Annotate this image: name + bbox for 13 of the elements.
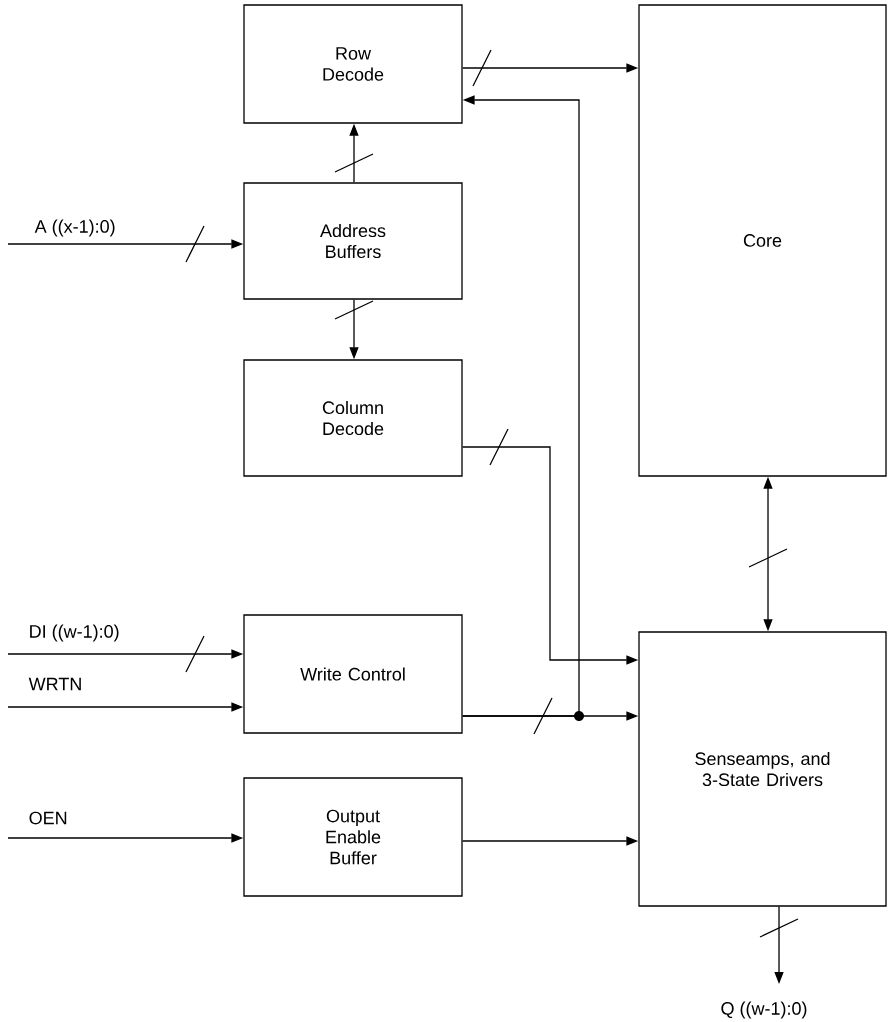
block-box: Column Decode [243,359,463,477]
signal-label: A ((x-1):0) [33,218,117,238]
block-box: Senseamps, and 3-State Drivers [638,631,887,907]
block-box: Output Enable Buffer [243,777,463,897]
signal-label: Q ((w-1):0) [719,1000,809,1020]
signal-label: OEN [27,810,69,826]
signal-label: DI ((w-1):0) [27,623,121,643]
block-box: Write Control [243,614,463,734]
signal-label: WRTN [27,676,84,692]
block-box: Address Buffers [243,182,463,300]
block-box: Row Decode [243,4,463,124]
arrow [462,95,580,717]
block-box: Core [638,4,887,477]
